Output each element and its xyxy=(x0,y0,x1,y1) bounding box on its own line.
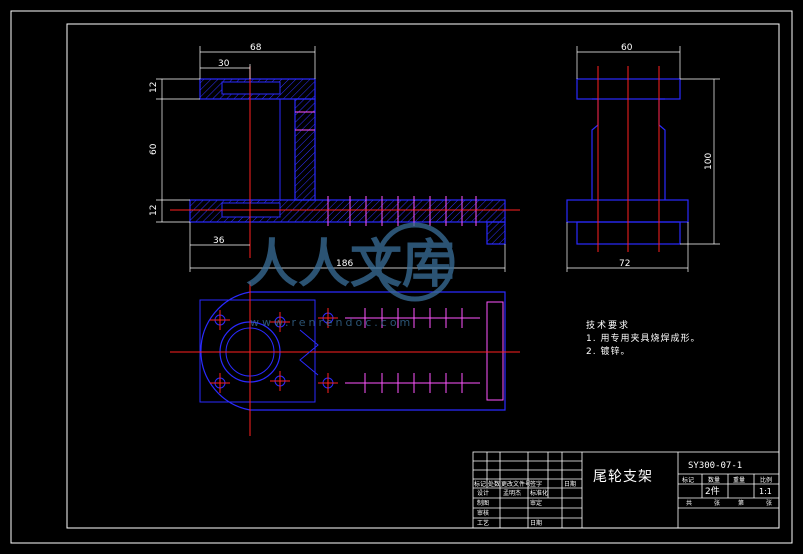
tech-req-heading: 技术要求 xyxy=(586,319,630,331)
dim-36: 36 xyxy=(213,236,225,246)
tb-row-draw-role: 审定 xyxy=(530,499,542,507)
dim-side-100: 100 xyxy=(704,153,714,170)
watermark: 人人文库 www.renrendoc.com xyxy=(246,222,455,329)
tb-row-design-label: 设计 xyxy=(477,489,489,497)
tb-header-change: 更改文件号 xyxy=(501,480,531,488)
top-view xyxy=(170,282,520,436)
tb-header-mark: 标记 xyxy=(474,480,486,488)
tb-row-draw-label: 制图 xyxy=(477,499,489,507)
watermark-url: www.renrendoc.com xyxy=(250,316,413,329)
tb-footer-no: 第 xyxy=(738,499,744,507)
outer-frame xyxy=(10,10,793,544)
tb-right-mark: 标记 xyxy=(682,476,694,484)
tb-right-scale: 比例 xyxy=(760,476,772,484)
tb-right-weight: 重量 xyxy=(733,476,745,484)
watermark-text: 人人文库 xyxy=(246,234,454,295)
dim-60: 60 xyxy=(149,143,159,155)
technical-requirements: 技术要求 1. 用专用夹具烧焊成形。 2. 镀锌。 xyxy=(586,319,700,357)
side-view xyxy=(566,66,689,252)
scale-value: 1:1 xyxy=(759,487,772,496)
dim-186: 186 xyxy=(336,259,353,269)
tb-header-date: 日期 xyxy=(564,480,576,488)
dim-side-72: 72 xyxy=(619,259,630,269)
tb-right-quantity: 数量 xyxy=(708,476,720,484)
dim-12-top: 12 xyxy=(149,82,159,93)
side-dimensions xyxy=(566,46,720,272)
dim-12-bottom: 12 xyxy=(149,205,159,216)
title-block xyxy=(472,451,780,529)
dim-side-60: 60 xyxy=(621,43,633,53)
tb-row-review-label: 审核 xyxy=(477,509,489,517)
tb-row-design-name: 孟明杰 xyxy=(503,489,521,497)
dim-68: 68 xyxy=(250,43,262,53)
tb-header-sign: 签字 xyxy=(530,480,542,488)
tb-row-design-role: 标准化 xyxy=(530,489,548,497)
quantity-value: 2件 xyxy=(705,485,720,497)
tech-req-item-1: 1. 用专用夹具烧焊成形。 xyxy=(586,332,700,344)
front-view xyxy=(170,66,520,258)
drawing-title: 尾轮支架 xyxy=(593,469,653,485)
tb-row-process-label: 工艺 xyxy=(477,519,489,527)
inner-frame xyxy=(66,23,780,529)
tb-footer-sheets: 张 xyxy=(714,499,720,507)
tb-header-count: 处数 xyxy=(488,480,500,488)
tb-row-process-role: 日期 xyxy=(530,519,542,527)
tb-footer-sheet: 张 xyxy=(766,499,772,507)
dim-30: 30 xyxy=(218,59,230,69)
tb-footer-total: 共 xyxy=(686,499,692,507)
tech-req-item-2: 2. 镀锌。 xyxy=(586,345,630,357)
drawing-number: SY300-07-1 xyxy=(688,461,742,471)
